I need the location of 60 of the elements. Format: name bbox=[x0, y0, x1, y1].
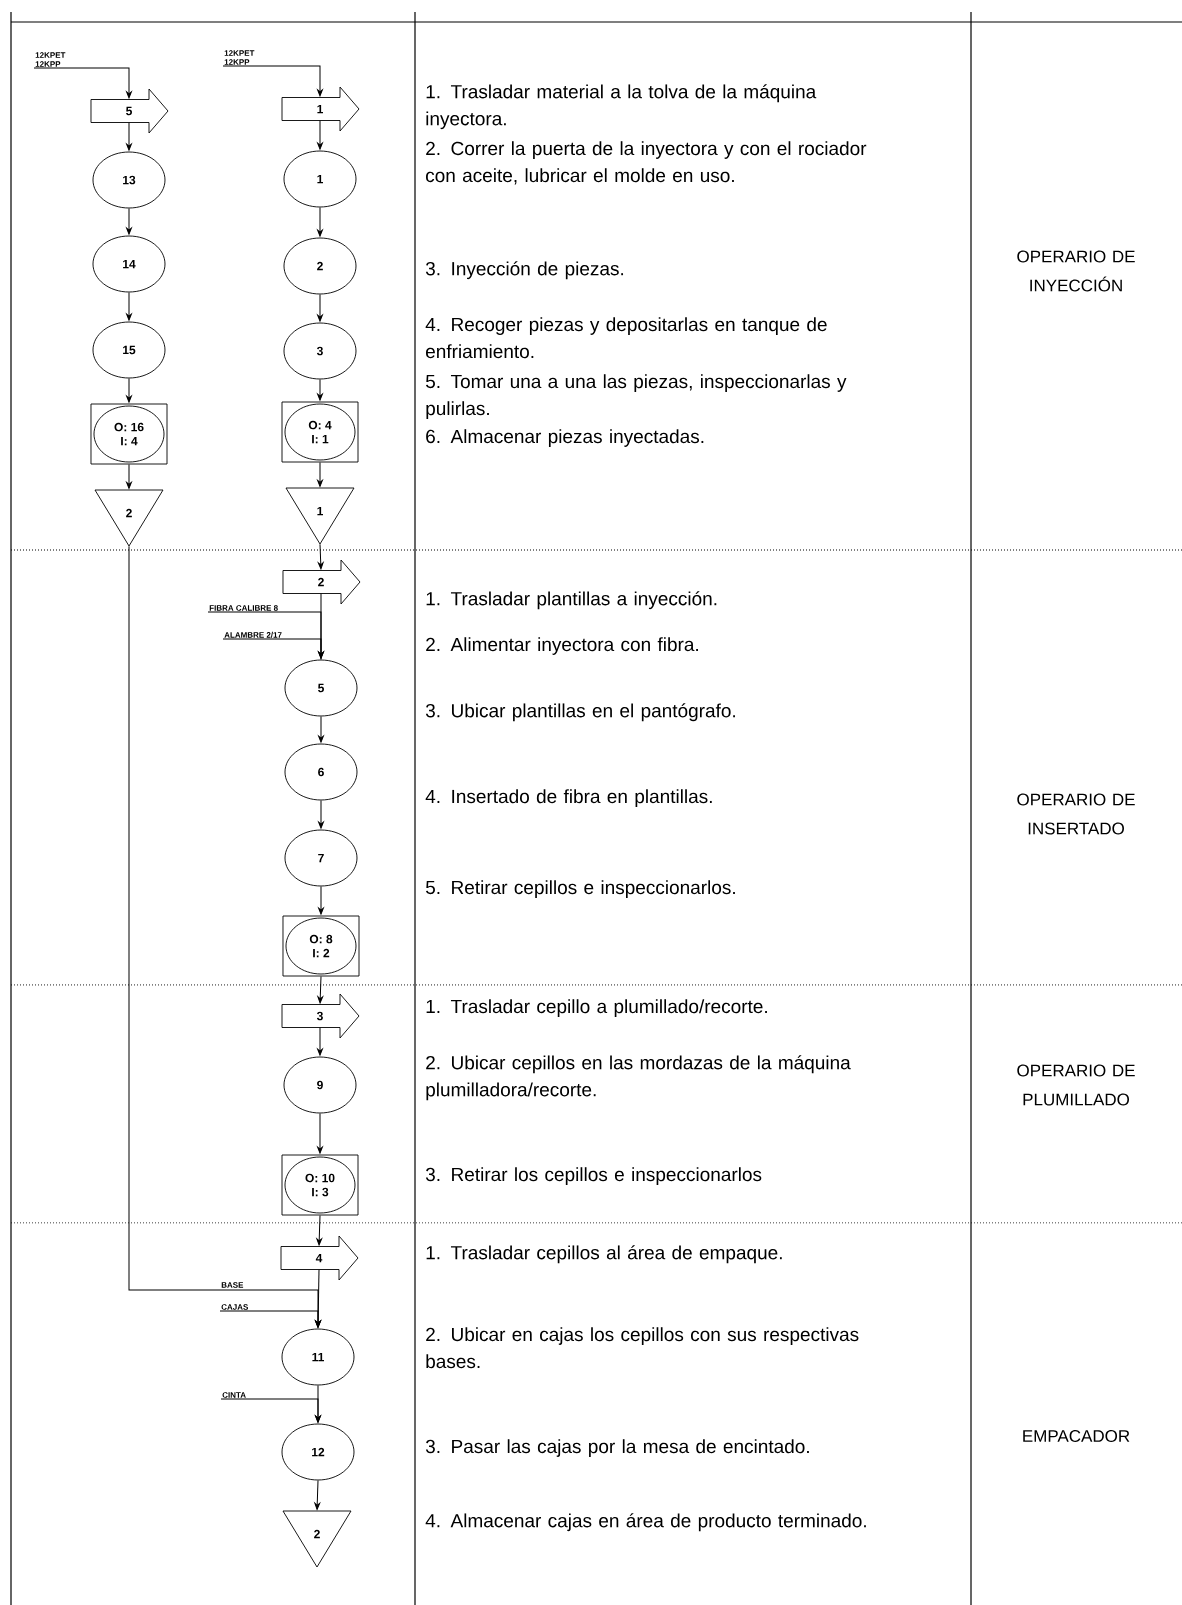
storage-triangle: 2 bbox=[282, 1510, 352, 1568]
combined-operation-box: O: 16 I: 4 bbox=[90, 403, 168, 465]
flow-arrow bbox=[219, 1310, 321, 1328]
flow-arrow bbox=[317, 975, 324, 1004]
step-text: 2. Alimentar inyectora con fibra. bbox=[426, 637, 698, 655]
combined-operation-box: O: 4 I: 1 bbox=[281, 401, 359, 463]
storage-triangle: 1 bbox=[285, 487, 355, 545]
role-label: OPERARIO DE INYECCIÓN bbox=[1017, 250, 1135, 292]
step-text: 4. Recoger piezas y depositarlas en tanque de enfriamiento. bbox=[425, 317, 827, 359]
flow-arrow bbox=[126, 207, 132, 235]
flow-arrow bbox=[318, 885, 324, 915]
step-text: 4. Almacenar cajas en área de producto terminado. bbox=[425, 1513, 866, 1532]
combined-operation-box: O: 8 I: 2 bbox=[282, 915, 360, 977]
step-text: 3. Retirar los cepillos e inspeccionarlos bbox=[425, 1167, 762, 1185]
flow-arrow bbox=[317, 1112, 323, 1154]
storage-triangle: 2 bbox=[94, 489, 164, 547]
step-text: 1. Trasladar plantillas a inyección. bbox=[426, 591, 717, 610]
flow-arrow bbox=[316, 1214, 323, 1246]
role-label: OPERARIO DE INSERTADO bbox=[1017, 793, 1135, 835]
flow-arrow bbox=[222, 638, 324, 659]
material-label: CAJAS bbox=[221, 1304, 248, 1310]
flow-arrow bbox=[317, 461, 323, 487]
step-text: 3. Pasar las cajas por la mesa de encintado. bbox=[425, 1439, 809, 1457]
flow-arrow bbox=[317, 293, 323, 322]
combined-operation-box: O: 10 I: 3 bbox=[281, 1154, 359, 1216]
step-text: 2. Correr la puerta de la inyectora y con el rociador con aceite, lubricar el molde en uso. bbox=[426, 141, 867, 185]
flow-arrow bbox=[318, 799, 324, 829]
material-label: CINTA bbox=[222, 1392, 246, 1398]
flow-arrow bbox=[126, 122, 132, 151]
flow-arrow bbox=[317, 543, 324, 570]
step-text: 1. Trasladar cepillo a plumillado/recorte. bbox=[426, 999, 767, 1017]
step-text: 5. Retirar cepillos e inspeccionarlos. bbox=[425, 880, 735, 898]
flow-arrow bbox=[222, 65, 323, 97]
flow-arrow bbox=[317, 120, 323, 150]
edge-label: BASE bbox=[220, 1281, 245, 1289]
flow-arrow bbox=[220, 1398, 321, 1423]
step-text: 2. Ubicar cepillos en las mordazas de la máquina plumilladora/recorte. bbox=[426, 1055, 851, 1101]
flow-arrow bbox=[126, 291, 132, 321]
flow-arrow bbox=[33, 67, 132, 99]
role-label: OPERARIO DE PLUMILLADO bbox=[1017, 1064, 1135, 1106]
step-text: 4. Insertado de fibra en plantillas. bbox=[425, 789, 712, 807]
flow-arrow bbox=[317, 206, 323, 237]
material-label: 12KPET 12KPP bbox=[35, 52, 66, 67]
flow-arrow bbox=[314, 1479, 321, 1510]
step-text: 6. Almacenar piezas inyectadas. bbox=[426, 429, 704, 447]
flow-arrow bbox=[317, 1027, 323, 1056]
step-text: 5. Tomar una a una las piezas, inspeccionarlas y pulirlas. bbox=[425, 374, 847, 419]
step-text: 1. Trasladar cepillos al área de empaque. bbox=[426, 1245, 782, 1264]
material-label: 12KPET 12KPP bbox=[224, 50, 255, 65]
flow-arrow bbox=[126, 463, 132, 489]
step-text: 3. Ubicar plantillas en el pantógrafo. bbox=[425, 703, 735, 722]
step-text: 3. Inyección de piezas. bbox=[425, 261, 624, 280]
step-text: 1. Trasladar material a la tolva de la máquina inyectora. bbox=[426, 84, 817, 130]
flow-arrow bbox=[317, 378, 323, 401]
flow-arrow bbox=[126, 377, 132, 403]
step-text: 2. Ubicar en cajas los cepillos con sus respectivas bases. bbox=[426, 1327, 859, 1369]
role-label: EMPACADOR bbox=[1023, 1430, 1130, 1443]
material-label: ALAMBRE 2/17 bbox=[224, 631, 282, 638]
flow-arrow bbox=[318, 715, 324, 743]
material-label: FIBRA CALIBRE 8 bbox=[209, 605, 278, 611]
